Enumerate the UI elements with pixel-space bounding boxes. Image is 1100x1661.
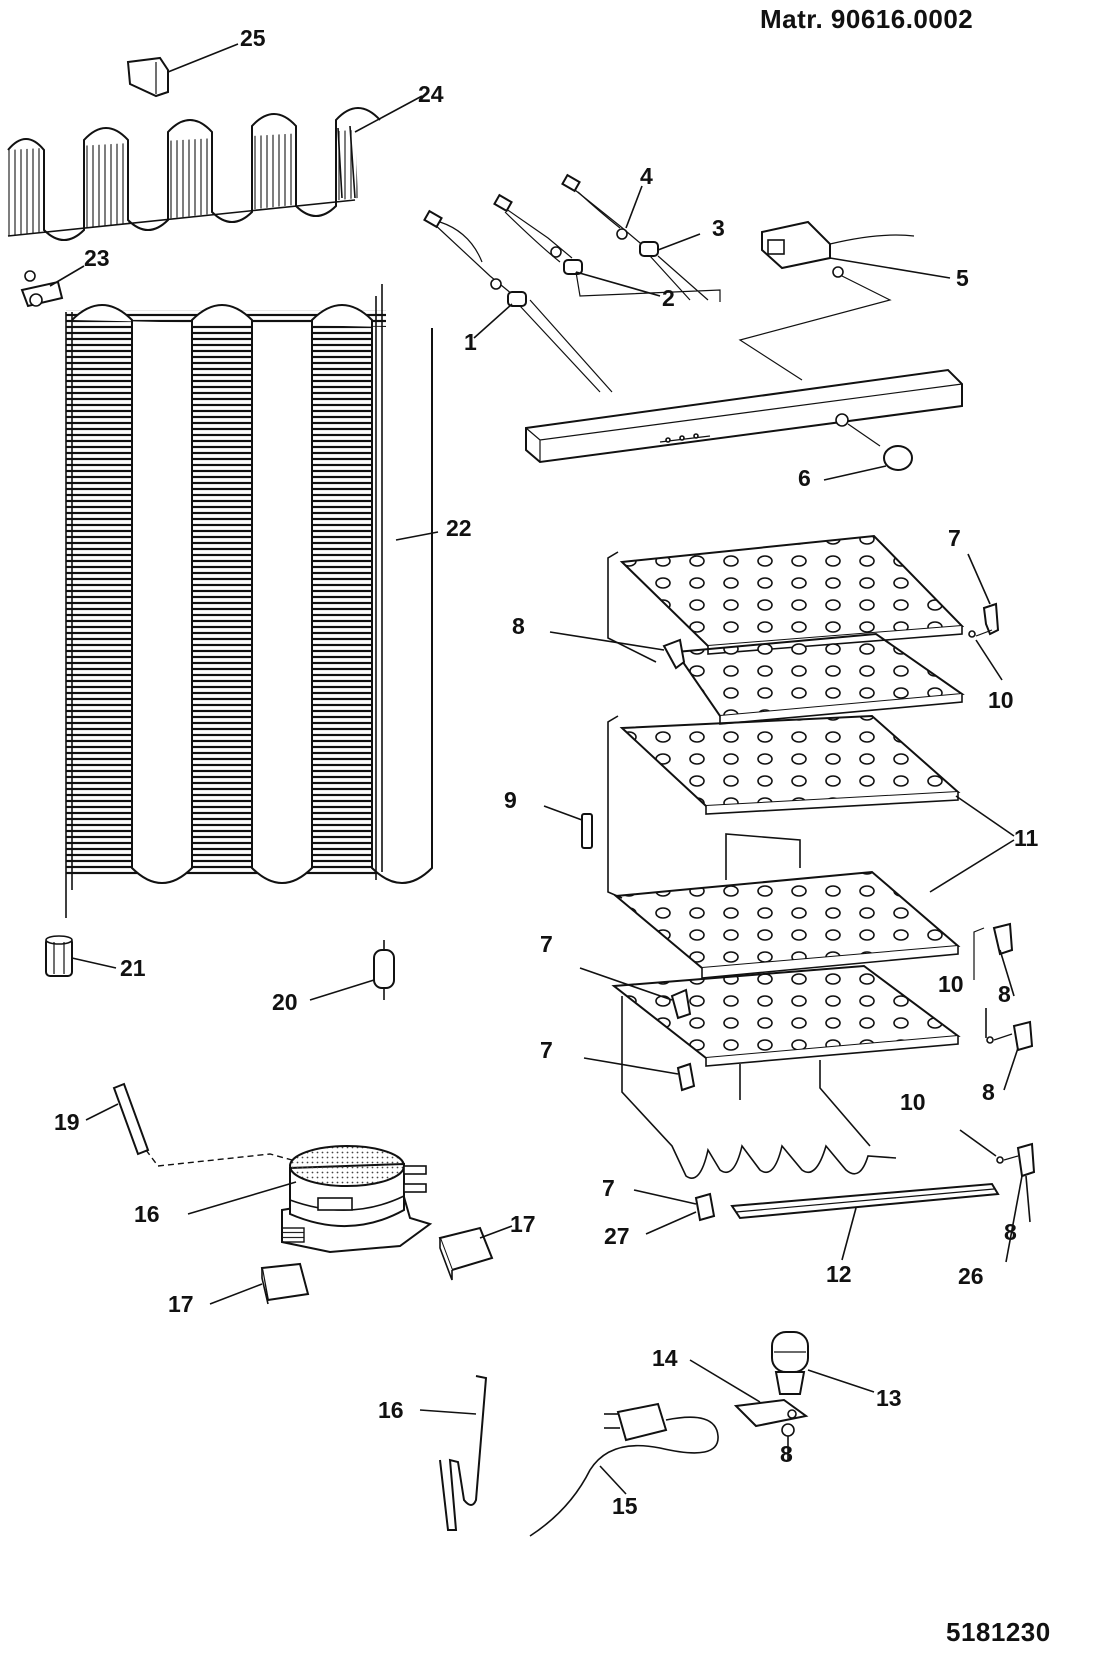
callout-8-lamp: 8 (780, 1441, 793, 1467)
clip-8-right-upper (973, 922, 1015, 997)
callout-7-mid: 7 (540, 931, 553, 957)
part-13-lamp (771, 1331, 875, 1395)
callout-11: 11 (1014, 825, 1039, 851)
callout-labels: 1 2 3 4 5 6 7 7 7 7 8 8 8 8 8 9 10 10 10… (54, 25, 1039, 1519)
model-number-label: Matr. 90616.0002 (760, 4, 974, 34)
callout-21: 21 (120, 955, 146, 981)
callout-10-top: 10 (988, 687, 1014, 713)
part-19-rod (85, 1082, 293, 1167)
part-17-foot-right (438, 1225, 513, 1281)
callout-20: 20 (272, 989, 298, 1015)
callout-8-right-upper: 8 (998, 981, 1011, 1007)
callout-24: 24 (418, 81, 444, 107)
shelf-fourth (613, 833, 961, 979)
screw-10-mid (985, 1008, 1013, 1044)
part-24-condenser-plate (7, 95, 423, 241)
callout-16-drain: 16 (378, 1397, 404, 1423)
screw-10-lower (959, 1129, 1019, 1164)
document-number: 5181230 (946, 1617, 1051, 1647)
part-15-power-cord (529, 1402, 719, 1537)
callout-1: 1 (464, 329, 477, 355)
part-23-bracket (20, 265, 85, 308)
part-16-drain-tube (419, 1375, 488, 1531)
part-25-plug (126, 43, 239, 98)
clip-8-bottom-right (1005, 1142, 1036, 1263)
callout-15: 15 (612, 1493, 638, 1519)
part-5-thermostat (738, 220, 951, 381)
part-21-filter (45, 935, 117, 977)
callout-8-right-lower: 8 (982, 1079, 995, 1105)
part-18-compressor (187, 1145, 433, 1254)
part-17-foot-left (209, 1262, 310, 1305)
part-22-wire-condenser (65, 284, 439, 918)
part-20-drier (309, 940, 395, 1001)
callout-17-right: 17 (510, 1211, 536, 1237)
control-panel-housing (525, 368, 963, 464)
part-14-lamp-holder (689, 1359, 809, 1460)
clip-7-top-right (967, 553, 1000, 636)
screw-10-top (968, 629, 1003, 681)
callout-10-lower: 10 (900, 1089, 926, 1115)
clip-7-lower (583, 1057, 696, 1092)
callout-27: 27 (604, 1223, 630, 1249)
callout-2: 2 (662, 285, 675, 311)
callout-10-mid: 10 (938, 971, 964, 997)
clip-8-left (549, 631, 686, 670)
callout-5: 5 (956, 265, 969, 291)
callout-11-leaders (929, 795, 1015, 893)
callout-14: 14 (652, 1345, 678, 1371)
clip-9 (543, 805, 593, 849)
part-12-rail (730, 1182, 1000, 1261)
shelf-second (674, 632, 965, 725)
part-6-knob (823, 423, 913, 481)
callout-6: 6 (798, 465, 811, 491)
callout-13: 13 (876, 1385, 902, 1411)
shelf-third (607, 714, 961, 899)
callout-23: 23 (84, 245, 110, 271)
callout-16-compressor: 16 (134, 1201, 160, 1227)
clip-8-right-lower (1003, 1020, 1034, 1091)
callout-8-bottom: 8 (1004, 1219, 1017, 1245)
callout-8-left: 8 (512, 613, 525, 639)
callout-3: 3 (712, 215, 725, 241)
clip-27-bottom (633, 1189, 716, 1235)
callout-7-top: 7 (948, 525, 961, 551)
callout-17-left: 17 (168, 1291, 194, 1317)
shelf-bottom (611, 964, 961, 1179)
part-1-4-wiring (423, 173, 721, 393)
callout-9: 9 (504, 787, 517, 813)
clip-7-mid (579, 967, 692, 1020)
callout-25: 25 (240, 25, 266, 51)
callout-4: 4 (640, 163, 653, 189)
callout-7-bottom: 7 (602, 1175, 615, 1201)
callout-22: 22 (446, 515, 472, 541)
callout-26: 26 (958, 1263, 984, 1289)
callout-19: 19 (54, 1109, 80, 1135)
callout-12: 12 (826, 1261, 852, 1287)
callout-7-lower: 7 (540, 1037, 553, 1063)
